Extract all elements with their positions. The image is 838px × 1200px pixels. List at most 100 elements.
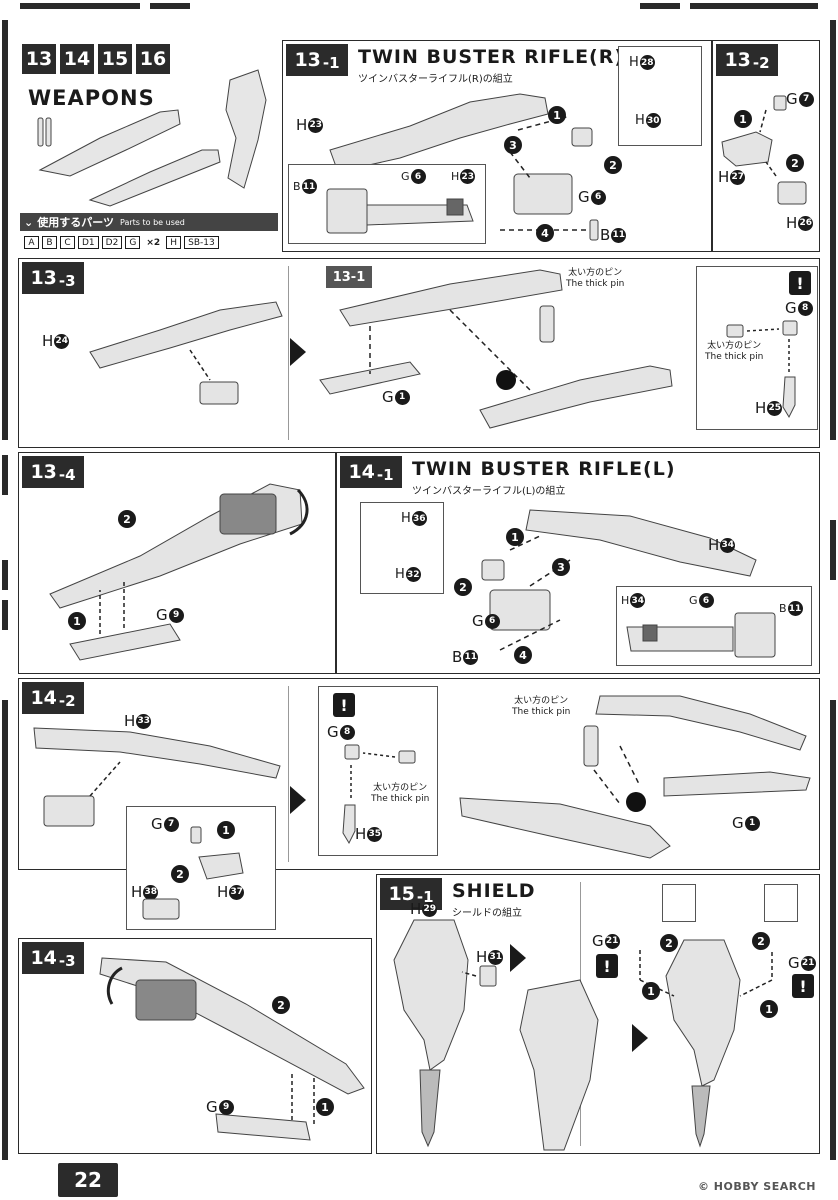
pin-detail-illustration [342, 744, 416, 845]
warning-icon: ! [333, 693, 355, 717]
order-1: 1 [642, 982, 660, 1000]
order-1: 1 [68, 612, 86, 630]
step-13-1-subtitle: ツインバスターライフル(R)の組立 [358, 74, 513, 85]
page-number: 22 [58, 1163, 118, 1197]
ref-step-13-1: 13-1 [326, 266, 372, 288]
hand-r-illustration [721, 95, 807, 205]
part-chip: H [166, 236, 182, 249]
weapons-illustration [37, 69, 267, 207]
step-15-badge: 15 [98, 44, 132, 74]
part-chip: C [60, 236, 75, 249]
step-13-2-badge: 13-2 [716, 44, 778, 76]
part-chip: G [125, 236, 141, 249]
parts-list: A B C D1 D2 G ×2 H SB-13 [24, 236, 219, 249]
part-chip: D1 [78, 236, 99, 249]
warning-icon: ! [596, 954, 618, 978]
next-step-arrow [510, 944, 526, 972]
next-step-arrow [290, 786, 306, 814]
order-2: 2 [604, 156, 622, 174]
pin-detail-illustration [726, 320, 798, 419]
order-2: 2 [118, 510, 136, 528]
rifle-r-body-illustration [89, 301, 283, 405]
page-frame-right [822, 0, 838, 1200]
order-4: 4 [536, 224, 554, 242]
part-chip: SB-13 [184, 236, 219, 249]
warning-icon: ! [789, 271, 811, 295]
inset-rifle-l-detail [626, 612, 776, 658]
step-15-1-title: SHIELD [452, 880, 536, 902]
rifle-r-assembly-illustration [319, 269, 673, 429]
step-13-4-badge: 13-4 [22, 456, 84, 488]
next-step-arrow [290, 338, 306, 366]
step-13-1-title: TWIN BUSTER RIFLE(R) [358, 46, 625, 68]
order-1: 1 [217, 821, 235, 839]
parts-used-header: ⌄ 使用するパーツ Parts to be used [20, 213, 278, 231]
step-numbers: 13 14 15 16 [22, 44, 170, 74]
part-chip: D2 [101, 236, 123, 249]
step-14-2-badge: 14-2 [22, 682, 84, 714]
watermark: © HOBBY SEARCH [697, 1180, 816, 1193]
part-chip: B [42, 236, 57, 249]
order-1: 1 [734, 110, 752, 128]
parts-used-label-en: Parts to be used [120, 217, 185, 227]
order-3: 3 [504, 136, 522, 154]
divider [288, 266, 289, 440]
parts-used-label: 使用するパーツ [37, 216, 114, 229]
divider [288, 686, 289, 862]
order-3: 3 [552, 558, 570, 576]
order-1: 1 [506, 528, 524, 546]
step-15-1-subtitle: シールドの組立 [452, 908, 522, 919]
shield-illustration [393, 919, 773, 1151]
page-frame-top [0, 0, 838, 14]
rifle-r-illustration [329, 93, 599, 241]
order-2: 2 [752, 932, 770, 950]
step-14-badge: 14 [60, 44, 94, 74]
order-2: 2 [272, 996, 290, 1014]
step-14-1-title: TWIN BUSTER RIFLE(L) [412, 458, 676, 480]
rifle-l-assembly-illustration [459, 695, 811, 859]
part-count: ×2 [146, 237, 161, 248]
rifle-r-barrel-illustration [49, 483, 309, 661]
part-chip: A [24, 236, 39, 249]
step-13-badge: 13 [22, 44, 56, 74]
order-2: 2 [454, 578, 472, 596]
page-frame-left [0, 0, 16, 1200]
rifle-l-illustration [481, 509, 757, 651]
rifle-l-barrel-illustration [99, 957, 365, 1141]
hand-l-illustration [142, 826, 244, 920]
